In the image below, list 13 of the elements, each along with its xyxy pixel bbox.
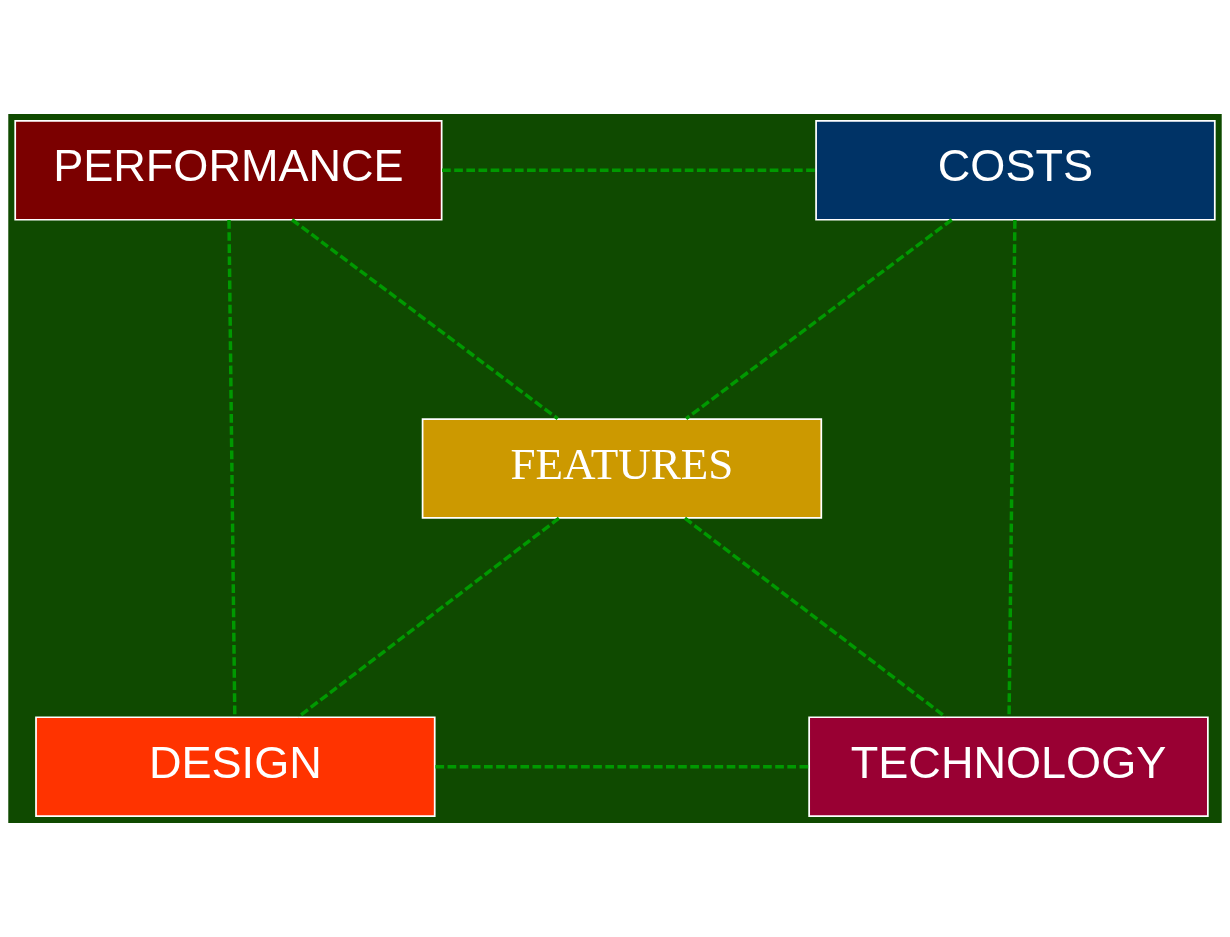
connector: [227, 220, 237, 717]
connector: [685, 218, 953, 421]
connector: [297, 516, 560, 719]
node-box: DESIGN: [35, 716, 436, 817]
connector: [442, 168, 816, 173]
connector: [1007, 220, 1017, 717]
connector: [435, 764, 809, 769]
node-box: COSTS: [815, 120, 1216, 221]
node-box: TECHNOLOGY: [808, 716, 1209, 817]
node-box: PERFORMANCE: [14, 120, 443, 221]
connector: [683, 516, 947, 719]
connector: [291, 218, 559, 421]
node-box: FEATURES: [421, 418, 823, 519]
